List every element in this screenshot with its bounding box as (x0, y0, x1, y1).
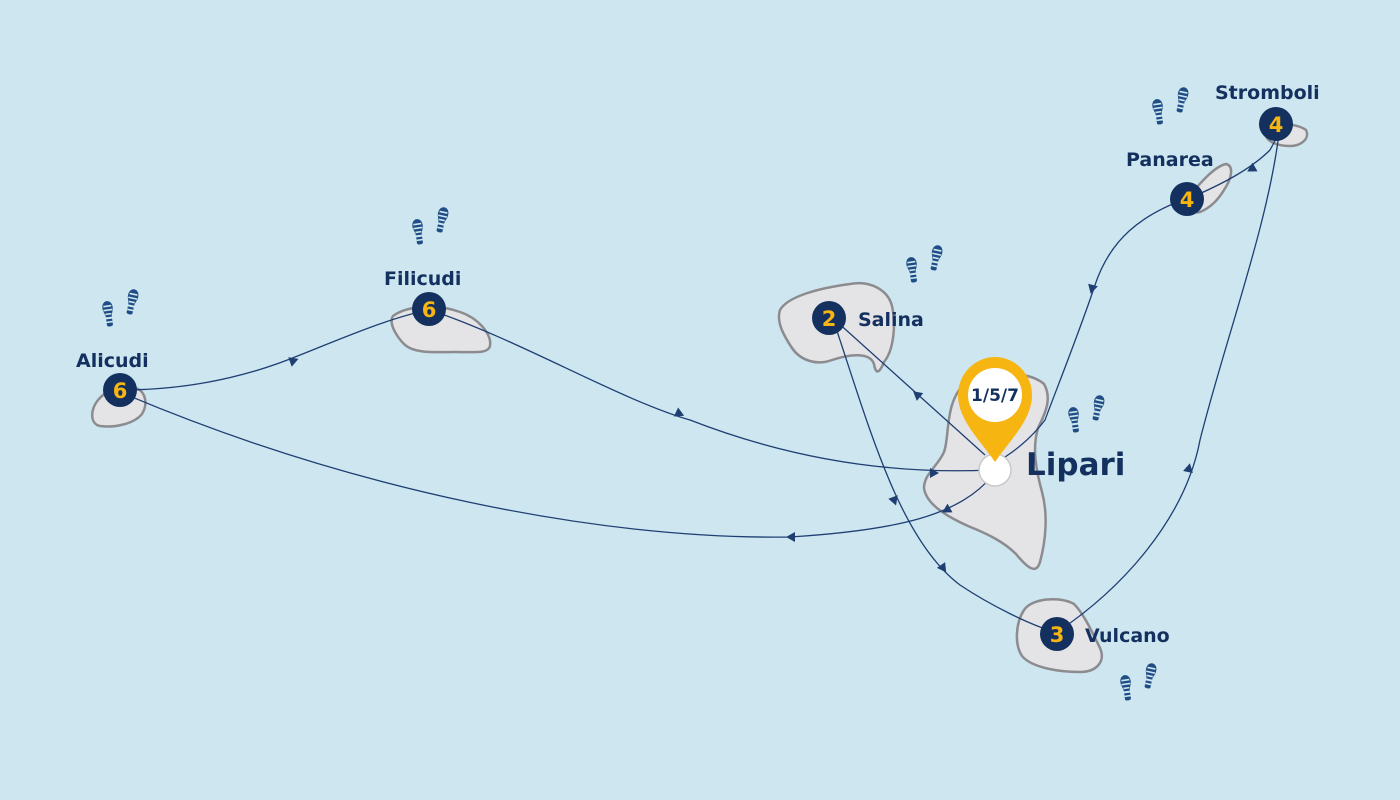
svg-text:4: 4 (1269, 113, 1284, 137)
island-label-lipari: Lipari (1026, 447, 1125, 483)
route-arrow (1183, 463, 1193, 474)
route-lipari-salina (834, 319, 986, 456)
island-label-salina: Salina (858, 309, 924, 331)
marker-filicudi: 6 (412, 292, 446, 326)
route-arrow (930, 468, 939, 478)
footprints-icon (905, 244, 943, 283)
svg-text:4: 4 (1180, 188, 1195, 212)
map-pin-icon: 1/5/7 (958, 357, 1032, 487)
route-filicudi-lipari (429, 309, 991, 472)
route-arrow (913, 391, 924, 401)
route-vulcano-stromboli (1059, 124, 1281, 631)
route-salina-vulcano (834, 324, 1056, 633)
island-label-vulcano: Vulcano (1085, 625, 1170, 647)
island-label-filicudi: Filicudi (384, 268, 461, 290)
footprints-icon (1119, 662, 1157, 701)
marker-vulcano: 3 (1040, 617, 1074, 651)
marker-salina: 2 (812, 301, 846, 335)
route-arrow (936, 562, 947, 573)
route-arrow (673, 407, 685, 417)
route-arrow (786, 532, 795, 542)
route-lipari-alicudi (119, 391, 994, 538)
svg-text:2: 2 (822, 307, 837, 331)
route-arrow (1247, 162, 1258, 172)
marker-alicudi: 6 (103, 373, 137, 407)
footprints-icon (101, 288, 139, 327)
route-arrow (1088, 283, 1098, 294)
svg-text:6: 6 (113, 379, 128, 403)
island-label-alicudi: Alicudi (76, 350, 149, 372)
route-arrow (888, 495, 898, 506)
svg-text:6: 6 (422, 298, 437, 322)
route-alicudi-filicudi (119, 309, 429, 391)
island-label-stromboli: Stromboli (1215, 82, 1320, 104)
footprints-icon (1151, 86, 1189, 125)
footprints-icon (1067, 394, 1105, 433)
svg-text:1/5/7: 1/5/7 (971, 386, 1019, 406)
footprints-icon (411, 206, 449, 245)
route-panarea-lipari (995, 197, 1189, 463)
marker-stromboli: 4 (1259, 107, 1293, 141)
route-arrow (288, 357, 299, 367)
route-arrow (942, 503, 953, 513)
svg-text:3: 3 (1050, 623, 1065, 647)
island-label-panarea: Panarea (1126, 149, 1214, 171)
marker-panarea: 4 (1170, 182, 1204, 216)
